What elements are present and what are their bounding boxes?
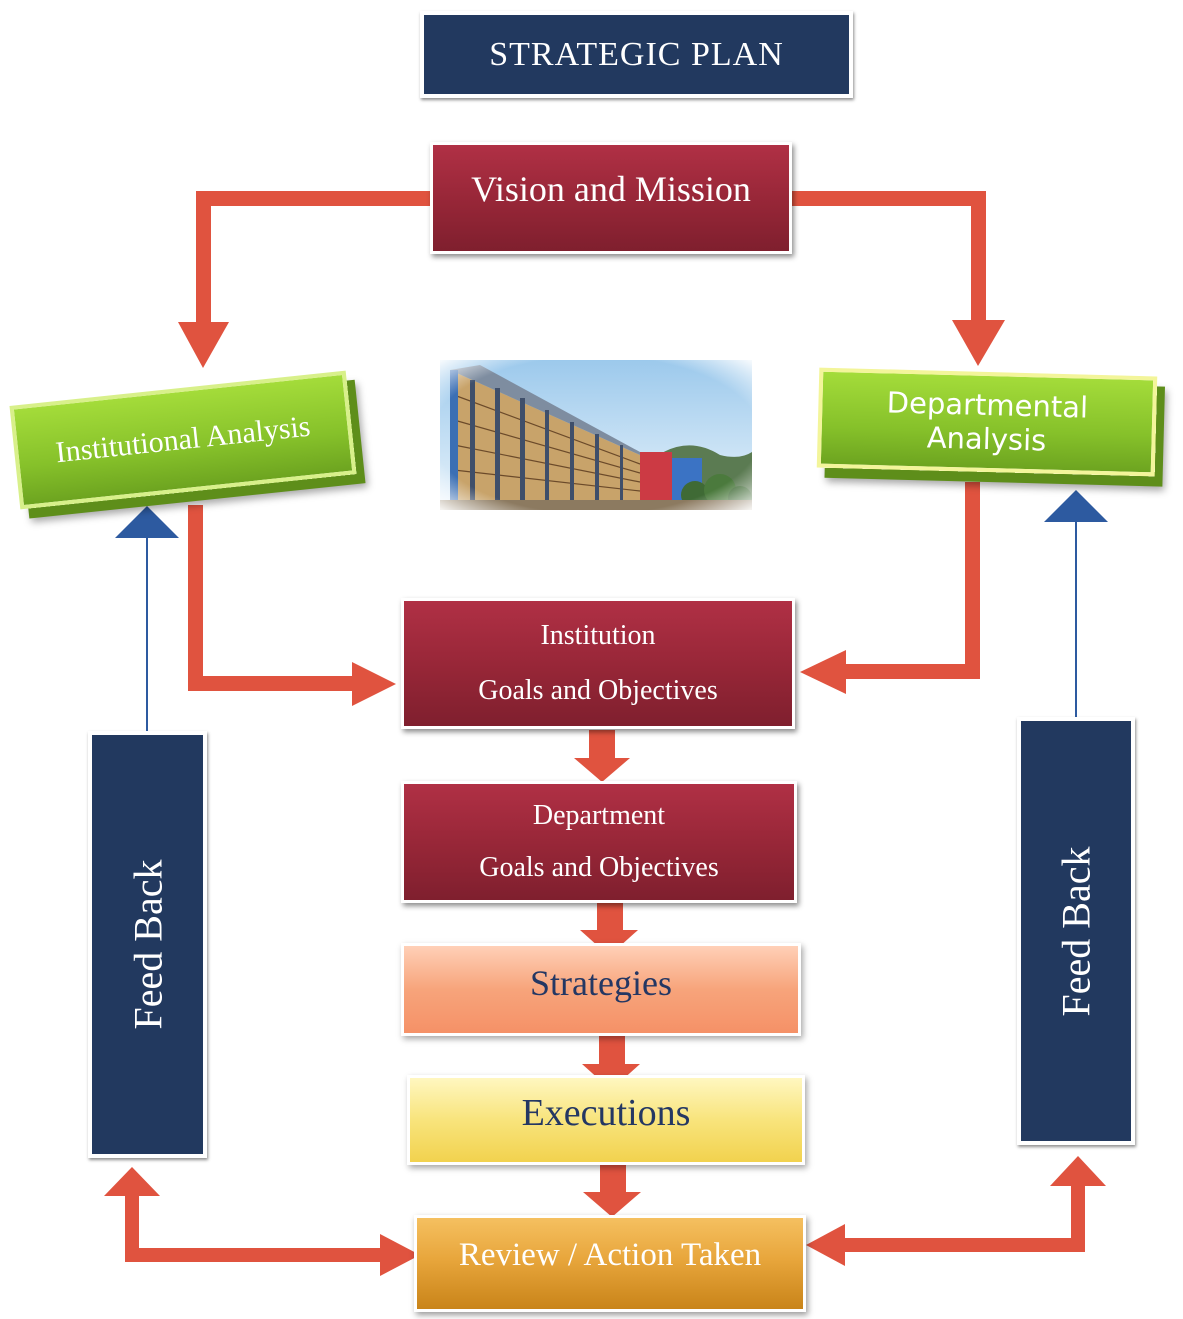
institution-goals-box: Institution Goals and Objectives	[401, 598, 795, 729]
arrow-head-institutional	[178, 322, 229, 368]
feedback-left-text: Feed Back	[125, 859, 171, 1030]
feedback-right-arrow-head	[1044, 490, 1108, 522]
arrow-head-review-right	[806, 1224, 845, 1266]
strategies-text: Strategies	[530, 962, 672, 1003]
arrow-down-3	[599, 1035, 625, 1067]
institution-goals-line1: Institution	[540, 620, 656, 652]
department-goals-line1: Department	[532, 800, 666, 831]
executions-text: Executions	[521, 1092, 691, 1134]
arrow-head-goals-left	[352, 662, 396, 706]
arrow-head-goals-right	[800, 650, 846, 694]
title-text: STRATEGIC PLAN	[489, 35, 784, 73]
vision-mission-text: Vision and Mission	[471, 169, 751, 209]
review-action-box: Review / Action Taken	[414, 1215, 806, 1312]
arrow-review-to-feedback-right	[840, 1238, 1085, 1252]
arrow-down-4	[600, 1165, 626, 1195]
arrow-vision-to-departmental	[788, 191, 986, 206]
institutional-analysis-text: Institutional Analysis	[54, 409, 312, 470]
arrow-departmental-to-goals	[965, 482, 980, 678]
vision-mission-box: Vision and Mission	[430, 142, 792, 254]
review-action-text: Review / Action Taken	[458, 1237, 762, 1273]
department-goals-box: Department Goals and Objectives	[401, 781, 797, 903]
arrow-head-feedback-right	[1050, 1156, 1106, 1186]
arrow-head-feedback-left	[104, 1167, 160, 1196]
arrow-down-1	[589, 730, 615, 760]
feedback-left-box: Feed Back	[88, 731, 207, 1158]
arrow-review-to-feedback-left	[125, 1248, 385, 1262]
feedback-right-text: Feed Back	[1053, 846, 1099, 1016]
arrow-head-review-left	[380, 1234, 420, 1276]
strategic-plan-title: STRATEGIC PLAN	[420, 11, 853, 98]
arrow-institutional-to-goals	[188, 505, 203, 690]
strategies-box: Strategies	[401, 943, 801, 1036]
department-goals-line2: Goals and Objectives	[479, 852, 719, 883]
arrow-down-2	[597, 903, 623, 933]
institution-goals-line2: Goals and Objectives	[478, 674, 718, 706]
building-photo	[440, 360, 752, 510]
executions-box: Executions	[407, 1075, 805, 1165]
departmental-analysis-text: Departmental Analysis	[886, 385, 1089, 458]
arrow-vision-to-institutional	[196, 191, 436, 206]
arrow-head-departmental	[952, 320, 1005, 366]
feedback-left-arrow-head	[115, 506, 179, 538]
feedback-right-box: Feed Back	[1017, 717, 1135, 1145]
departmental-analysis-box: Departmental Analysis	[816, 367, 1158, 477]
